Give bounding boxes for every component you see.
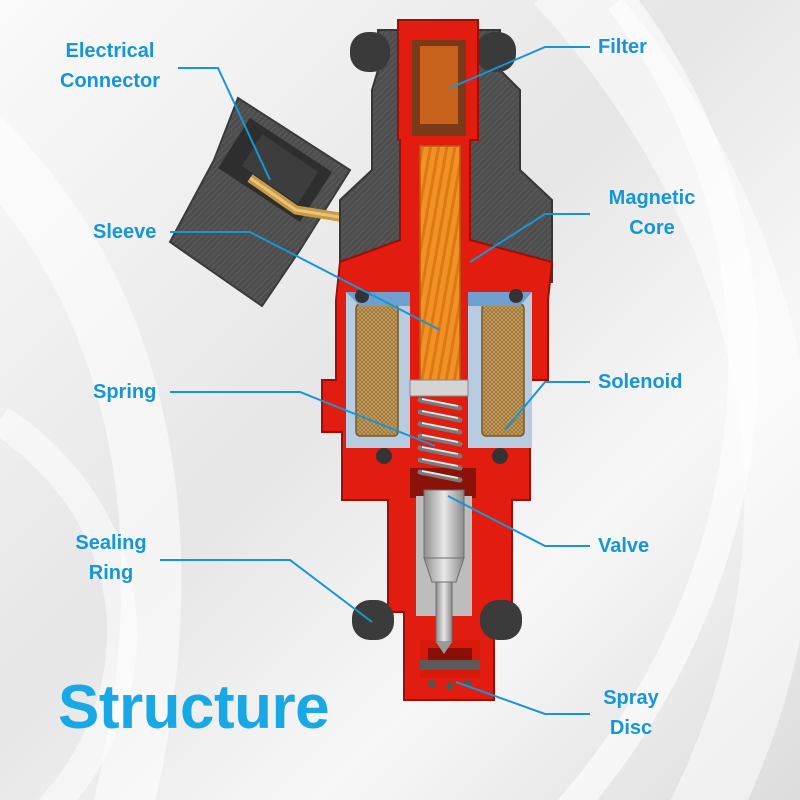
- connector-housing: [168, 96, 377, 311]
- label-spray-disc: Spray Disc: [596, 683, 666, 743]
- leader-electrical-connector: [178, 67, 271, 181]
- top-o-ring: [350, 32, 516, 72]
- leader-spring: [170, 391, 436, 447]
- leader-lines: [160, 46, 590, 715]
- label-sealing-ring-line-1: Sealing: [75, 532, 147, 554]
- label-spring: Spring: [93, 381, 157, 403]
- label-sealing-ring: Sealing Ring: [62, 528, 160, 588]
- label-filter: Filter: [598, 36, 647, 58]
- leader-sleeve: [170, 231, 441, 331]
- spring-highlight: [421, 398, 459, 479]
- label-magnetic-core-line-1: Magnetic: [608, 187, 696, 209]
- spring: [417, 397, 463, 483]
- label-magnetic-core: Magnetic Core: [596, 183, 708, 243]
- leader-filter: [449, 46, 590, 89]
- leader-spray-disc: [455, 681, 590, 715]
- magnetic-core: [409, 145, 469, 397]
- label-solenoid: Solenoid: [598, 371, 683, 393]
- spray-disc: [420, 660, 480, 690]
- leader-solenoid: [504, 381, 590, 431]
- lower-sealing-ring: [352, 600, 522, 640]
- label-sleeve: Sleeve: [93, 221, 157, 243]
- label-electrical-connector: Electrical Connector: [48, 36, 172, 96]
- label-electrical-connector-line-2: Connector: [60, 70, 160, 92]
- label-electrical-connector-line-1: Electrical: [65, 40, 155, 62]
- leader-sealing-ring: [160, 559, 373, 623]
- background-swooshes: [0, 0, 779, 800]
- solenoid-coils: [346, 289, 532, 464]
- label-valve: Valve: [598, 535, 650, 557]
- label-magnetic-core-line-2: Core: [629, 217, 675, 239]
- diagram-title: Structure: [58, 673, 330, 742]
- label-spray-disc-line-1: Spray: [603, 687, 659, 709]
- leader-valve: [447, 495, 590, 547]
- leader-magnetic-core: [469, 213, 590, 263]
- label-spray-disc-line-2: Disc: [609, 717, 653, 739]
- label-sealing-ring-line-2: Ring: [88, 562, 134, 584]
